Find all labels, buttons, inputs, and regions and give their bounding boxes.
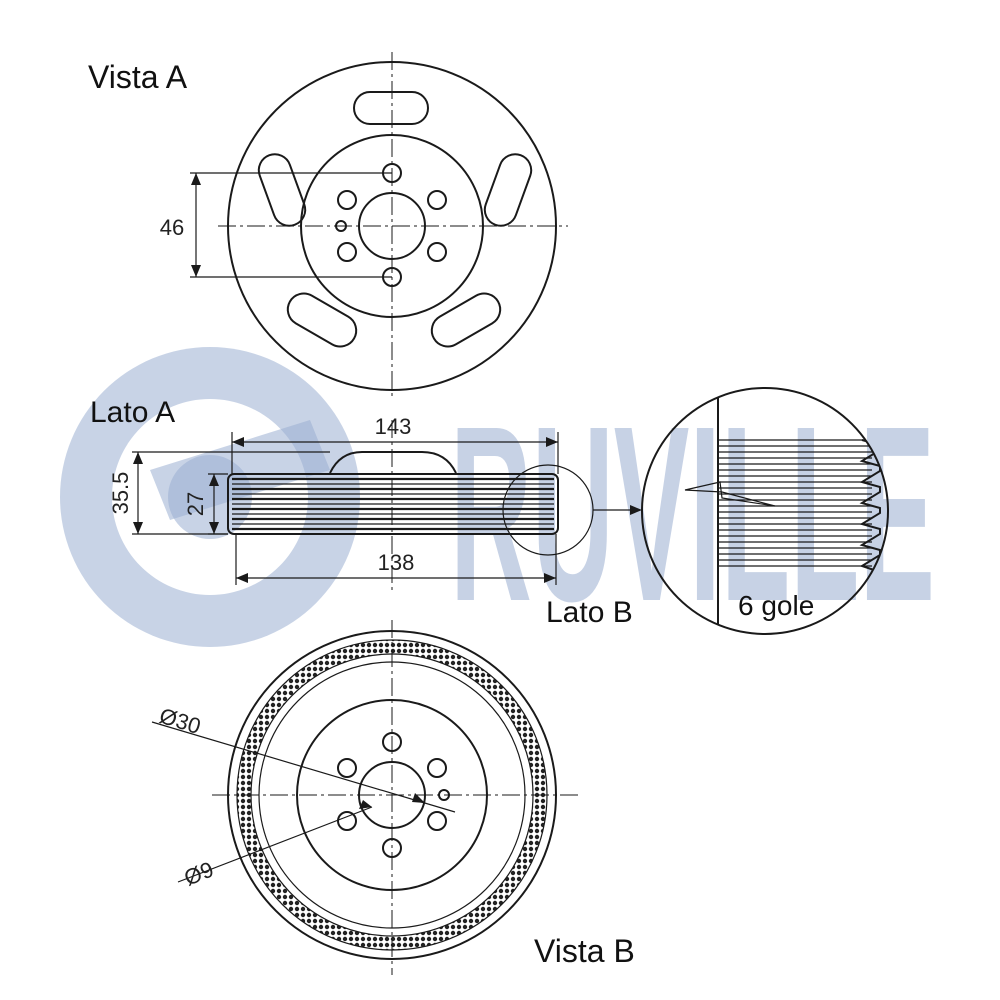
vista-a-view — [190, 52, 568, 400]
detail-groove-lines — [718, 439, 872, 567]
label-vista-a: Vista A — [88, 59, 188, 95]
label-vista-b: Vista B — [534, 933, 635, 969]
vista-a-slots — [257, 91, 533, 348]
label-lato-b: Lato B — [546, 596, 633, 629]
vista-b-view — [151, 620, 578, 975]
lato-a-grooves — [232, 477, 554, 531]
dim-total-height: 35.5 — [108, 472, 133, 515]
vista-a-bolt-holes — [335, 163, 447, 287]
dim-bore-diameter: Ø30 — [157, 703, 204, 739]
dim-bolt-circle: 46 — [160, 215, 184, 240]
detail-groove-count: 6 gole — [738, 590, 814, 621]
dim-hole-diameter: Ø9 — [181, 856, 218, 890]
lato-a-side-view — [132, 420, 642, 590]
dim-groove-height: 27 — [183, 492, 208, 516]
dim-inner-width: 138 — [378, 550, 415, 575]
dim-outer-width: 143 — [375, 414, 412, 439]
label-lato-a: Lato A — [90, 396, 175, 429]
groove-detail-view — [641, 387, 889, 635]
ruville-logo-icon — [60, 347, 360, 647]
